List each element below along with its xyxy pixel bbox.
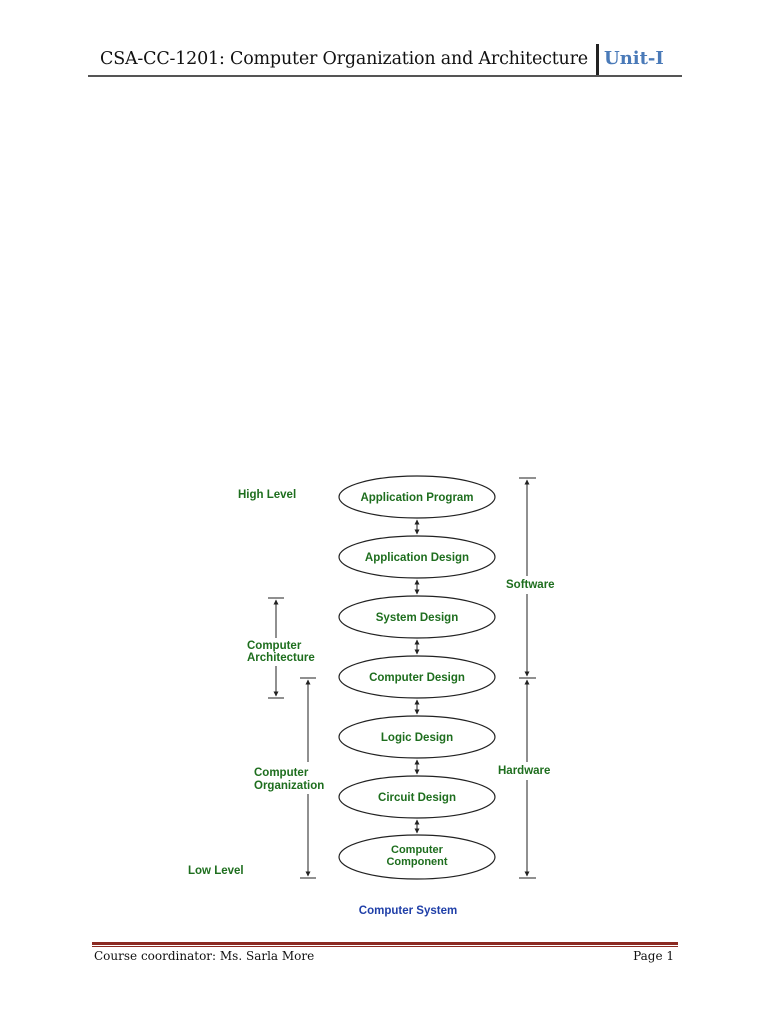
level-ellipse-system-design <box>338 595 496 639</box>
level-ellipse-application-program <box>338 475 496 519</box>
level-label: Logic Design <box>381 732 453 744</box>
level-ellipse-application-design <box>338 535 496 579</box>
level-label: System Design <box>376 612 458 624</box>
footer-rule-thin <box>92 946 678 947</box>
level-label: Application Design <box>365 552 469 564</box>
level-label: Computer Design <box>369 672 465 684</box>
footer-coordinator: Course coordinator: Ms. Sarla More <box>94 949 315 963</box>
level-ellipses <box>338 475 496 880</box>
organization-label-line2: Organization <box>254 780 324 792</box>
range-brackets <box>268 477 536 879</box>
low-level-label: Low Level <box>188 865 244 877</box>
header-rule <box>88 75 682 77</box>
architecture-label-line2: Architecture <box>247 652 315 664</box>
organization-label-line1: Computer <box>254 767 309 779</box>
level-ellipse-logic-design <box>338 715 496 759</box>
header-separator <box>596 44 599 76</box>
page-header: CSA-CC-1201: Computer Organization and A… <box>88 44 682 77</box>
header-title: CSA-CC-1201: Computer Organization and A… <box>100 49 588 69</box>
diagram-caption: Computer System <box>359 905 457 917</box>
level-ellipse-circuit-design <box>338 775 496 819</box>
hardware-label: Hardware <box>498 765 550 777</box>
header-unit: Unit-I <box>604 48 664 69</box>
level-label-component-part: Computer <box>391 844 444 856</box>
high-level-label: High Level <box>238 489 296 501</box>
architecture-label-line1: Computer <box>247 640 302 652</box>
footer-rule-thick <box>92 942 678 945</box>
level-ellipse-computer-design <box>338 655 496 699</box>
level-labels: Application Program Application Design S… <box>360 492 473 868</box>
level-label-component-part: Component <box>386 856 447 868</box>
software-label: Software <box>506 579 555 591</box>
footer-page-number: Page 1 <box>633 949 674 963</box>
level-ellipse-computer-component <box>338 834 496 880</box>
level-label: Application Program <box>360 492 473 504</box>
level-label: Circuit Design <box>378 792 456 804</box>
